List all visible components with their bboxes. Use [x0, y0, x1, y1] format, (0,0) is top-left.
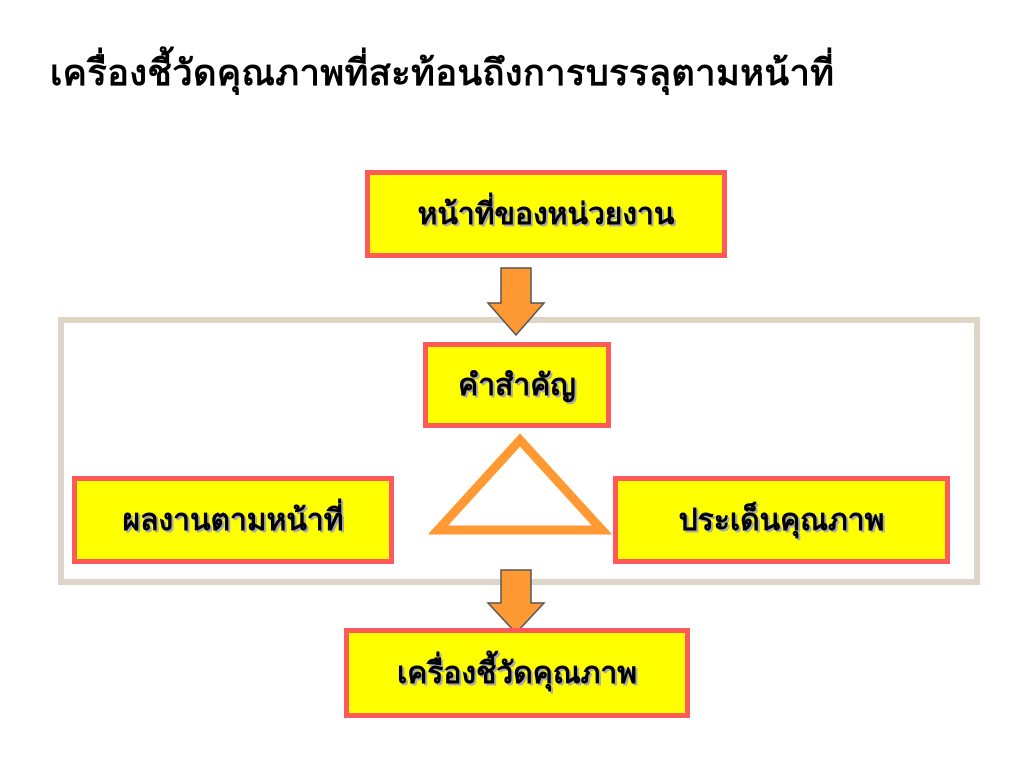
keyword-box: คำสำคัญ: [423, 342, 611, 428]
triangle-icon: [428, 433, 612, 535]
slide-title: เครื่องชี้วัดคุณภาพที่สะท้อนถึงการบรรลุต…: [50, 53, 835, 94]
result-box: ผลงานตามหน้าที่: [72, 476, 394, 564]
mission-box-label: หน้าที่ของหน่วยงาน: [417, 196, 675, 232]
quality-box-label: ประเด็นคุณภาพ: [678, 502, 885, 538]
mission-box: หน้าที่ของหน่วยงาน: [365, 170, 727, 258]
result-box-label: ผลงานตามหน้าที่: [122, 502, 344, 538]
indicator-box: เครื่องชี้วัดคุณภาพ: [344, 628, 690, 718]
quality-box: ประเด็นคุณภาพ: [613, 476, 950, 564]
keyword-box-label: คำสำคัญ: [458, 367, 576, 403]
down-arrow-icon: [486, 569, 546, 635]
down-arrow-icon: [486, 267, 546, 337]
indicator-box-label: เครื่องชี้วัดคุณภาพ: [396, 655, 638, 691]
